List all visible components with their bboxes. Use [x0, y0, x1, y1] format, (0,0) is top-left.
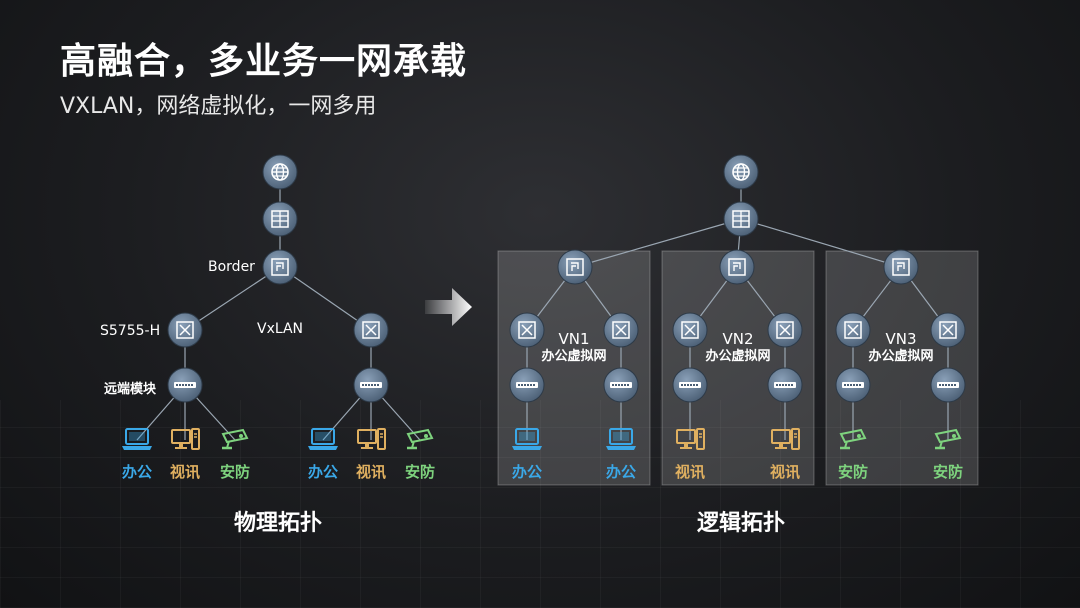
router-icon [719, 249, 755, 285]
background-grid [0, 400, 1080, 608]
category-video-label: 视讯 [355, 463, 387, 481]
category-security-label: 安防 [837, 463, 869, 481]
category-security-label: 安防 [404, 463, 436, 481]
module-icon [603, 367, 639, 403]
vn-id: VN1 [558, 330, 590, 348]
laptop-icon [605, 428, 637, 451]
vn1-label: VN1 办公虚拟网 [541, 331, 606, 365]
module-icon [835, 367, 871, 403]
category-office-label: 办公 [307, 463, 339, 481]
switch-icon [603, 312, 639, 348]
vn2-panel [661, 250, 815, 486]
category-security-label: 安防 [932, 463, 964, 481]
switch-icon [672, 312, 708, 348]
category-office-label: 办公 [121, 463, 153, 481]
vn-desc: 办公虚拟网 [705, 349, 771, 364]
laptop-icon [511, 428, 543, 451]
category-video-label: 视讯 [169, 463, 201, 481]
page-title: 高融合，多业务一网承载 [60, 41, 468, 82]
vn-id: VN2 [722, 330, 754, 348]
vn-desc: 办公虚拟网 [868, 349, 934, 364]
switch-icon [930, 312, 966, 348]
module-icon [672, 367, 708, 403]
category-office-label: 办公 [605, 463, 637, 481]
page-subtitle: VXLAN，网络虚拟化，一网多用 [60, 94, 377, 119]
module-icon [930, 367, 966, 403]
remote-module-label: 远端模块 [104, 382, 157, 397]
firewall-icon [723, 201, 759, 237]
switch-icon [767, 312, 803, 348]
laptop-icon [121, 428, 153, 451]
category-video-label: 视讯 [769, 463, 801, 481]
laptop-icon [307, 428, 339, 451]
router-icon [557, 249, 593, 285]
router-icon [262, 249, 298, 285]
module-icon [167, 367, 203, 403]
border-label: Border [208, 259, 255, 275]
category-office-label: 办公 [511, 463, 543, 481]
globe-icon [262, 154, 298, 190]
module-icon [509, 367, 545, 403]
category-video-label: 视讯 [674, 463, 706, 481]
router-icon [883, 249, 919, 285]
firewall-icon [262, 201, 298, 237]
category-security-label: 安防 [219, 463, 251, 481]
logical-topology-title: 逻辑拓扑 [696, 511, 786, 536]
physical-topology-title: 物理拓扑 [233, 511, 323, 536]
vn2-label: VN2 办公虚拟网 [705, 331, 770, 365]
switch-model-label: S5755-H [100, 323, 161, 339]
module-icon [353, 367, 389, 403]
vn3-panel [825, 250, 979, 486]
globe-icon [723, 154, 759, 190]
module-icon [767, 367, 803, 403]
arrow-right-icon [425, 288, 472, 326]
vn-desc: 办公虚拟网 [541, 349, 607, 364]
switch-icon [835, 312, 871, 348]
vn-id: VN3 [885, 330, 917, 348]
switch-icon [509, 312, 545, 348]
vn3-label: VN3 办公虚拟网 [868, 331, 933, 365]
vxlan-label: VxLAN [257, 321, 304, 337]
switch-icon [167, 312, 203, 348]
switch-icon [353, 312, 389, 348]
